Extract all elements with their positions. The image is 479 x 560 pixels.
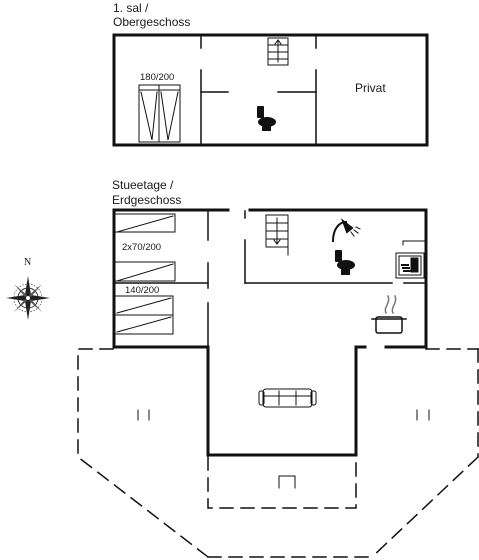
- terrace-outline: [77, 348, 479, 559]
- upper-bed-label: 180/200: [140, 72, 175, 83]
- bed-icon: [114, 213, 176, 282]
- toilet-icon: [257, 106, 276, 131]
- cooking-pot-icon: [371, 295, 407, 334]
- ground-floor-title-line1: Stueetage /: [112, 178, 174, 192]
- terrace-step-marks: [137, 409, 430, 489]
- upper-floor-inner-walls: [200, 35, 317, 145]
- ground-floor-title-line2: Erdgeschoss: [112, 193, 182, 207]
- washing-machine-icon: [395, 240, 426, 279]
- bed-icon: [114, 295, 174, 335]
- toilet-icon: [335, 250, 355, 275]
- room-label-private: Privat: [355, 81, 386, 95]
- upper-stairs-icon: [267, 37, 289, 66]
- compass-rose-icon: [6, 276, 50, 320]
- bed-icon: [138, 84, 181, 143]
- ground-bed-label-1: 2x70/200: [122, 242, 162, 253]
- upper-floor-title-line2: Obergeschoss: [113, 15, 191, 29]
- shower-icon: [331, 218, 361, 243]
- sofa-icon: [258, 388, 317, 408]
- compass-north-label: N: [24, 257, 32, 268]
- ground-bed-label-2: 140/200: [125, 285, 160, 296]
- upper-floor-walls: [112, 33, 429, 147]
- ground-floor-walls: [112, 208, 428, 457]
- ground-stairs-icon: [265, 214, 289, 256]
- upper-floor-title-line1: 1. sal /: [113, 1, 149, 15]
- ground-floor-inner-walls: [114, 210, 426, 347]
